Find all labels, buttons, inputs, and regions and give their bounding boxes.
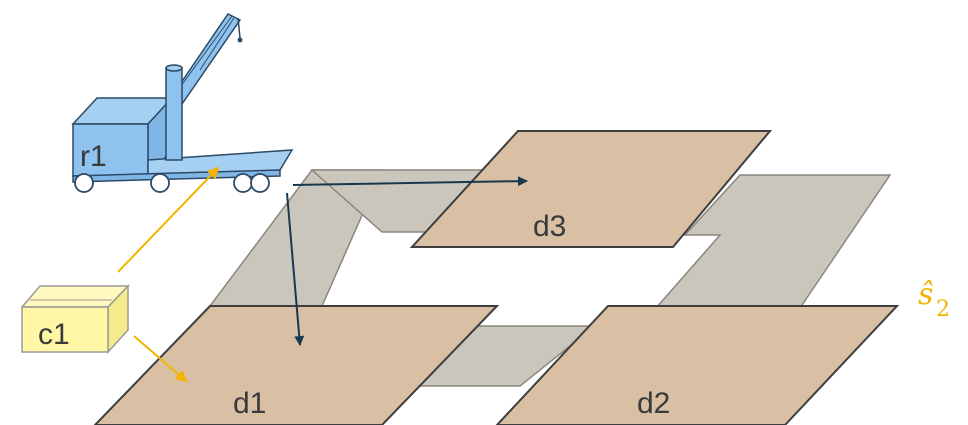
docks — [93, 130, 900, 425]
dock-d3 — [409, 130, 773, 248]
robot-label: r1 — [80, 140, 107, 173]
arrow-r1-to-d3 — [292, 176, 528, 187]
arrow-c1-to-d1 — [133, 335, 188, 383]
dock-d1-label: d1 — [233, 387, 266, 420]
crane-boom-line — [177, 15, 233, 91]
container-c1: c1 — [20, 284, 130, 354]
container-front — [21, 306, 109, 353]
arrows — [117, 166, 528, 383]
state-symbol: ŝ — [918, 277, 933, 312]
arrow-r1-to-d1 — [286, 192, 305, 346]
crane-mast — [165, 67, 183, 161]
dock-d2 — [495, 305, 900, 425]
wheel-4 — [250, 173, 270, 193]
wheel-3 — [233, 173, 253, 193]
container-label: c1 — [38, 318, 70, 351]
wheel-2 — [150, 173, 170, 193]
robot-r1: r1 — [71, 13, 294, 193]
arrow-c1-to-r1 — [117, 166, 220, 273]
wheel-1 — [74, 173, 94, 193]
crane-mast-top — [165, 64, 183, 72]
crane-boom-line-2 — [199, 17, 235, 71]
crane-hook — [237, 37, 243, 43]
state-subscript: 2 — [936, 297, 950, 322]
dock-d1 — [93, 305, 500, 425]
crane-rope — [237, 17, 241, 39]
dock-d2-label: d2 — [637, 387, 670, 420]
state-label: ŝ 2 — [918, 277, 950, 322]
cab-front — [72, 123, 149, 177]
dock-d3-label: d3 — [533, 210, 566, 243]
